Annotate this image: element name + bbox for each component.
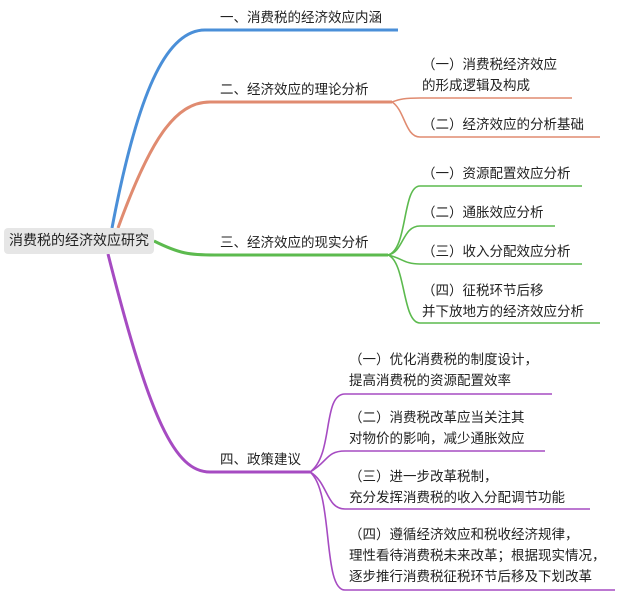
topic-b3-c3[interactable]: （三）收入分配效应分析 — [422, 244, 571, 260]
link-b3-c4 — [387, 254, 600, 324]
topic-b3-c1[interactable]: （一）资源配置效应分析 — [422, 166, 571, 182]
topic-b4-c1[interactable]: （一）优化消费税的制度设计， 提高消费税的资源配置效率 — [349, 352, 538, 389]
link-b4 — [106, 253, 310, 474]
link-b2 — [116, 100, 392, 229]
topic-b2[interactable]: 二、经济效应的理论分析 — [220, 82, 369, 98]
topic-b4-c3[interactable]: （三）进一步改革税制， 充分发挥消费税的收入分配调节功能 — [349, 469, 565, 506]
link-b2-c2 — [391, 101, 600, 138]
topic-b4-c4[interactable]: （四）遵循经济效应和税收经济规律， 理性看待消费税未来改革；根据现实情况， 逐步… — [349, 527, 606, 585]
topic-b4-c2[interactable]: （二）消费税改革应当关注其 对物价的影响，减少通胀效应 — [349, 410, 525, 447]
topic-b2-c1[interactable]: （一）消费税经济效应 的形成逻辑及构成 — [422, 57, 557, 94]
link-b4-c1 — [309, 393, 552, 473]
topic-b2-c2[interactable]: （二）经济效应的分析基础 — [422, 117, 584, 133]
link-b4-c2 — [309, 450, 545, 473]
link-b3 — [153, 239, 388, 257]
link-b3-c3 — [387, 254, 582, 265]
link-b4-c3 — [309, 471, 590, 510]
link-b2-c1 — [391, 97, 572, 103]
topic-b1[interactable]: 一、消费税的经济效应内涵 — [220, 10, 382, 26]
link-b4-c4 — [309, 471, 615, 591]
topic-b3-c4[interactable]: （四）征税环节后移 并下放地方的经济效应分析 — [422, 283, 584, 320]
topic-b3[interactable]: 三、经济效应的现实分析 — [220, 235, 369, 251]
topic-b4[interactable]: 四、政策建议 — [220, 452, 301, 468]
link-b3-c2 — [387, 225, 555, 256]
link-b3-c1 — [387, 185, 582, 256]
topic-b3-c2[interactable]: （二）通胀效应分析 — [422, 205, 544, 221]
link-b1 — [110, 28, 398, 229]
root-node[interactable]: 消费税的经济效应研究 — [4, 228, 154, 254]
